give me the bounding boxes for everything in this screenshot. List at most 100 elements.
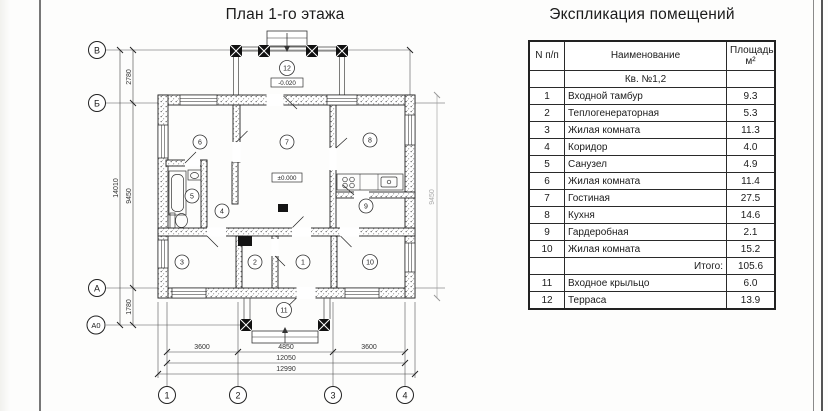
svg-text:2: 2 bbox=[235, 391, 240, 401]
right-page-edge-line-inner bbox=[813, 0, 814, 411]
room-tag-8: 8 bbox=[362, 132, 378, 148]
door-openings bbox=[185, 94, 369, 299]
floor-plan-svg: 3600 4850 3600 12050 12990 2780 9450 178… bbox=[86, 30, 445, 404]
axis-row-v: В bbox=[88, 41, 106, 59]
left-page-edge-line bbox=[39, 0, 41, 411]
svg-text:Б: Б bbox=[94, 99, 100, 109]
dim-bottom-segment-0: 3600 bbox=[194, 344, 210, 351]
dimension-ticks bbox=[116, 46, 441, 378]
table-header: N п/п Наименование Площадь, м² bbox=[528, 40, 776, 71]
kitchen-sink bbox=[380, 176, 398, 188]
svg-text:2: 2 bbox=[253, 260, 257, 267]
dim-bottom-segment-2: 3600 bbox=[361, 344, 377, 351]
header-area-line2: м² bbox=[745, 56, 756, 67]
dim-bottom-total: 12050 bbox=[276, 355, 296, 362]
dim-bottom-overall: 12990 bbox=[276, 366, 296, 373]
kitchen-counter bbox=[336, 173, 404, 191]
svg-text:В: В bbox=[94, 46, 100, 56]
svg-text:3: 3 bbox=[180, 260, 184, 267]
axis-grid-lines bbox=[106, 49, 445, 386]
svg-text:4: 4 bbox=[220, 209, 224, 216]
axis-row-a: А bbox=[88, 279, 106, 297]
elevation-marks: -0.020 ±0.000 bbox=[270, 77, 304, 183]
windows-layer bbox=[157, 94, 416, 299]
dim-right-side: 9450 bbox=[429, 189, 436, 205]
svg-text:10: 10 bbox=[366, 260, 374, 267]
stove-burner bbox=[342, 176, 348, 183]
porch bbox=[239, 298, 331, 344]
room-tag-3: 3 bbox=[174, 254, 190, 270]
room-tag-2: 2 bbox=[247, 254, 263, 270]
floor-elevation-label: ±0.000 bbox=[278, 175, 297, 182]
table-row: Кв. №1,2 bbox=[528, 70, 776, 88]
plan-title: План 1-го этажа bbox=[225, 6, 345, 23]
room-tag-7: 7 bbox=[279, 134, 295, 150]
sink bbox=[187, 169, 202, 181]
svg-text:12: 12 bbox=[283, 66, 291, 73]
axis-row-a0: А0 bbox=[86, 315, 106, 335]
axis-col-3: 3 bbox=[324, 386, 342, 404]
left-page-shadow bbox=[0, 0, 10, 411]
porch-columns bbox=[239, 318, 331, 332]
room-tag-6: 6 bbox=[192, 134, 208, 150]
terrace-columns bbox=[229, 44, 349, 58]
room-tag-9: 9 bbox=[358, 198, 374, 214]
bath-fixtures bbox=[168, 169, 202, 229]
kitchen-fixtures bbox=[336, 173, 404, 191]
axis-row-b: Б bbox=[88, 94, 106, 112]
room-tags: 1 2 3 4 5 6 7 8 9 10 11 12 bbox=[174, 60, 378, 318]
room-tag-11: 11 bbox=[276, 302, 292, 318]
toilet-bowl bbox=[175, 213, 188, 228]
axis-markers: 1 2 3 4 В Б А А0 bbox=[86, 41, 414, 404]
svg-text:1: 1 bbox=[301, 260, 305, 267]
svg-text:11: 11 bbox=[280, 308, 287, 315]
dim-left-segment-1: 9450 bbox=[126, 188, 133, 204]
axis-col-4: 4 bbox=[396, 386, 414, 404]
svg-text:1: 1 bbox=[164, 391, 169, 401]
dim-left-segment-2: 1780 bbox=[126, 299, 133, 315]
vent-blocks bbox=[238, 204, 288, 246]
right-page-edge-line-outer bbox=[821, 0, 823, 411]
svg-text:А: А bbox=[94, 284, 100, 294]
header-name: Наименование bbox=[564, 40, 727, 71]
room-tag-10: 10 bbox=[362, 254, 378, 270]
room-tag-12: 12 bbox=[279, 60, 295, 76]
svg-text:4: 4 bbox=[402, 391, 407, 401]
room-tag-1: 1 bbox=[295, 254, 311, 270]
axis-col-2: 2 bbox=[229, 386, 247, 404]
header-num: N п/п bbox=[528, 40, 565, 71]
toilet-tank bbox=[169, 212, 176, 229]
terrace bbox=[229, 30, 349, 95]
terrace-steps bbox=[266, 30, 308, 52]
svg-text:3: 3 bbox=[330, 391, 335, 401]
dimension-lines bbox=[119, 50, 438, 375]
table-title: Экспликация помещений bbox=[549, 6, 735, 23]
axis-col-1: 1 bbox=[158, 386, 176, 404]
header-area: Площадь, м² bbox=[726, 40, 776, 71]
dim-left-overall: 14010 bbox=[113, 178, 120, 198]
svg-text:5: 5 bbox=[190, 194, 194, 201]
svg-text:А0: А0 bbox=[91, 321, 100, 330]
dim-left-segment-0: 2780 bbox=[126, 69, 133, 85]
dim-bottom-segment-1: 4850 bbox=[278, 344, 294, 351]
dimension-labels: 3600 4850 3600 12050 12990 2780 9450 178… bbox=[113, 69, 436, 373]
terrace-elevation-label: -0.020 bbox=[278, 80, 296, 87]
svg-text:6: 6 bbox=[198, 140, 202, 147]
svg-text:9: 9 bbox=[364, 204, 368, 211]
doors-layer bbox=[184, 95, 355, 312]
